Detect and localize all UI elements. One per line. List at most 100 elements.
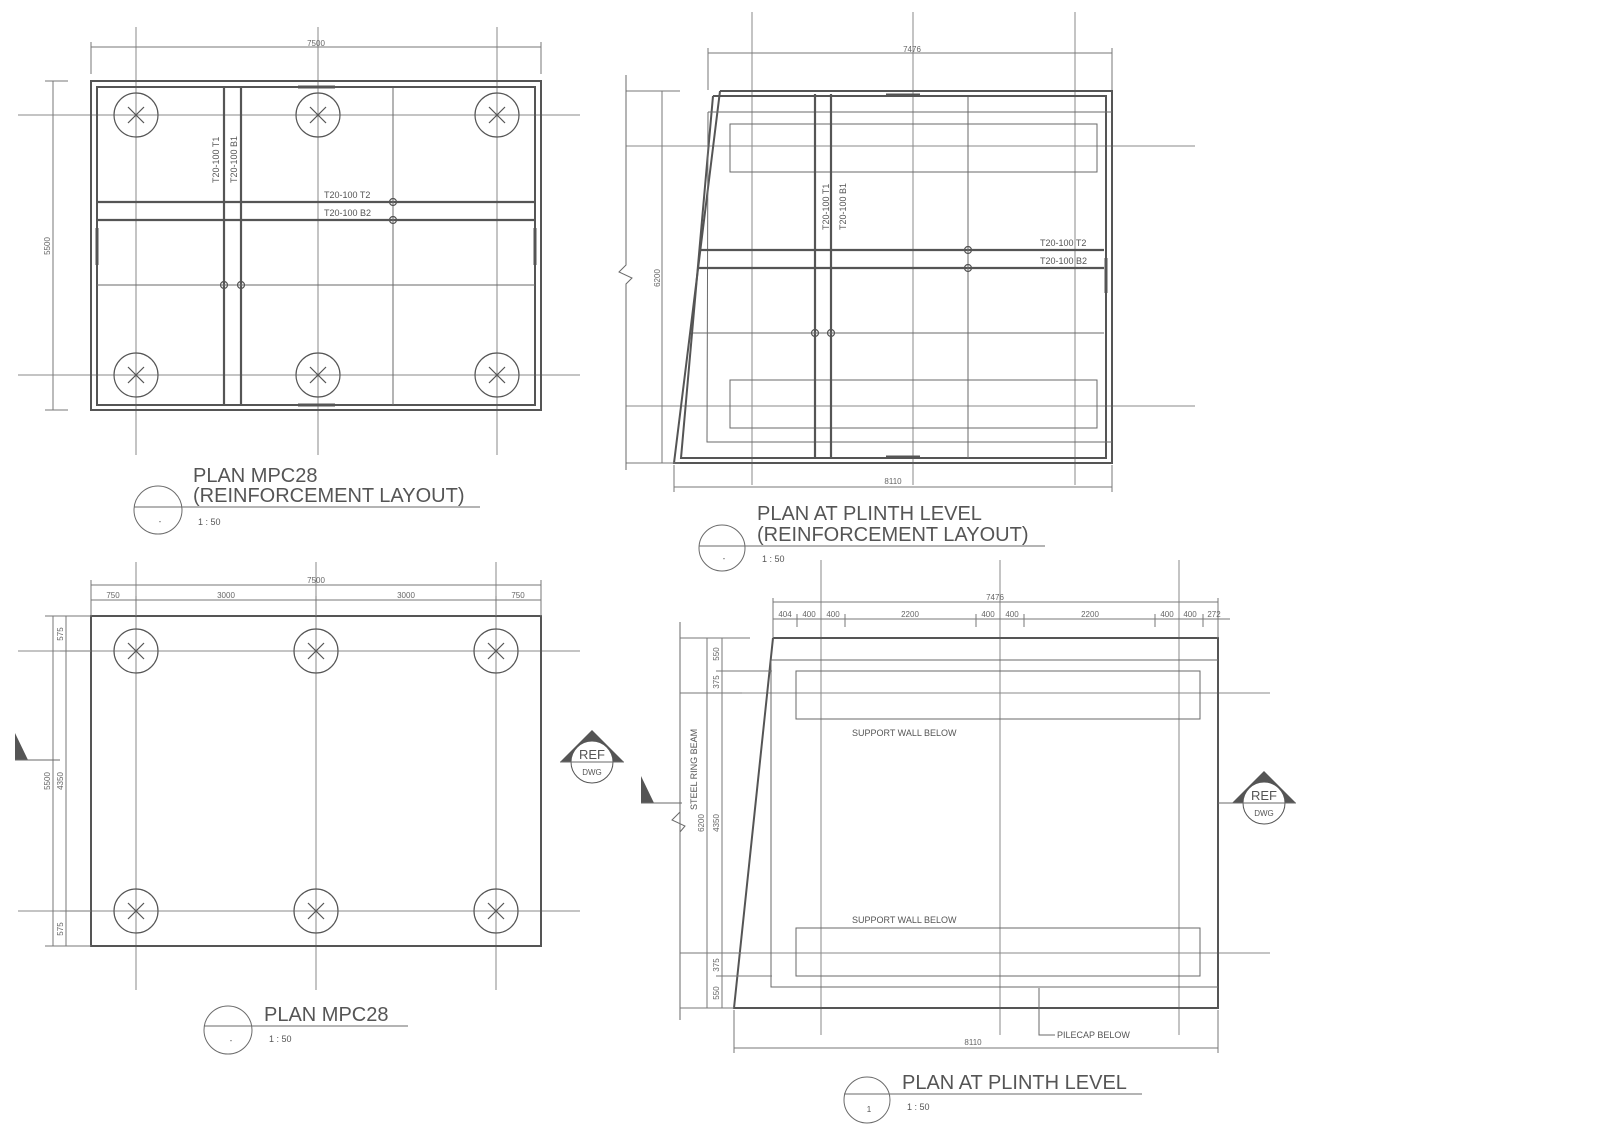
- ref-label: REF: [579, 747, 605, 762]
- pile: [474, 352, 520, 398]
- svg-text:-: -: [159, 517, 162, 526]
- support-wall-top: [795, 670, 1201, 720]
- pile: [113, 92, 159, 138]
- grid-lines: [626, 12, 1195, 485]
- dwg-label: DWG: [1254, 809, 1274, 818]
- view-scale: 1 : 50: [269, 1034, 292, 1044]
- dim-offset: 550: [712, 986, 721, 1000]
- dim-segment: 400: [802, 610, 816, 619]
- dim-width: 7500: [307, 39, 325, 48]
- plinth-outline: [672, 90, 1113, 464]
- view-title: PLAN MPC28: [193, 465, 318, 487]
- view-marker: [843, 1076, 891, 1124]
- dim-segment: 400: [1005, 610, 1019, 619]
- support-wall-label-top: SUPPORT WALL BELOW: [852, 728, 957, 738]
- support-wall-bottom: [795, 927, 1201, 977]
- pile: [473, 628, 519, 674]
- svg-text:-: -: [723, 554, 726, 563]
- dim-segment: 2200: [1081, 610, 1099, 619]
- dim-overall-height: 5500: [43, 772, 52, 790]
- plinth-outline: [732, 637, 1219, 1009]
- view-plan-mpc28: 7500 750 3000 3000 750 575 5500 4350 575…: [15, 562, 624, 1055]
- bar-label-b1: T20-100 B1: [229, 136, 239, 183]
- pile: [113, 628, 159, 674]
- view-plan-mpc28-reinforcement: 7500 5500 T20-100 T1 T20-100 B1 T20-100 …: [18, 27, 580, 535]
- view-scale: 1 : 50: [198, 517, 221, 527]
- dim-segment: 400: [1160, 610, 1174, 619]
- dim-top-edge: 575: [56, 627, 65, 641]
- dim-height: 5500: [43, 237, 52, 255]
- ring-beam-label: STEEL RING BEAM: [689, 729, 699, 810]
- section-ref-marker[interactable]: REF DWG: [560, 730, 624, 784]
- view-marker: [133, 485, 183, 535]
- pilecap-inner-outline: [96, 86, 536, 406]
- svg-text:1: 1: [867, 1105, 872, 1114]
- dim-segment: 750: [106, 591, 120, 600]
- dim-segment: 400: [1183, 610, 1197, 619]
- view-marker: [203, 1005, 253, 1055]
- dim-segment: 400: [981, 610, 995, 619]
- dim-offset: 375: [712, 675, 721, 689]
- dim-overall-bottom: 8110: [964, 1038, 982, 1047]
- view-title: PLAN MPC28: [264, 1004, 389, 1026]
- pile: [113, 888, 159, 934]
- bar-label-t1: T20-100 T1: [821, 184, 831, 230]
- dim-segment: 2200: [901, 610, 919, 619]
- pilecap-label: PILECAP BELOW: [1057, 1030, 1130, 1040]
- section-arrow-icon: [641, 776, 654, 803]
- dim-offset: 550: [712, 647, 721, 661]
- dim-segment: 404: [778, 610, 792, 619]
- break-line: [671, 811, 686, 833]
- section-ref-marker[interactable]: REF DWG: [1218, 771, 1296, 825]
- view-scale: 1 : 50: [762, 554, 785, 564]
- dim-height: 6200: [653, 269, 662, 287]
- dim-overall-top: 7476: [986, 593, 1004, 602]
- pile: [295, 352, 341, 398]
- view-plan-plinth-reinforcement: 7476 8110 6200 T20-100 T1 T20-100 B1 T20…: [618, 12, 1195, 572]
- pile: [474, 92, 520, 138]
- bar-label-t2: T20-100 T2: [1040, 238, 1086, 248]
- view-title: PLAN AT PLINTH LEVEL: [902, 1072, 1127, 1094]
- piles: [113, 92, 520, 398]
- dim-segment: 3000: [217, 591, 235, 600]
- pile: [113, 352, 159, 398]
- pile: [295, 92, 341, 138]
- bar-label-t1: T20-100 T1: [211, 137, 221, 183]
- bar-label-b2: T20-100 B2: [324, 208, 371, 218]
- dim-top-width: 7476: [903, 45, 921, 54]
- pile: [293, 628, 339, 674]
- dim-bottom-edge: 575: [56, 922, 65, 936]
- view-subtitle: (REINFORCEMENT LAYOUT): [193, 485, 465, 507]
- pile: [293, 888, 339, 934]
- bar-label-b1: T20-100 B1: [838, 183, 848, 230]
- svg-text:-: -: [230, 1036, 233, 1045]
- ref-label: REF: [1251, 788, 1277, 803]
- dim-overall-height: 6200: [697, 814, 706, 832]
- dim-segment: 272: [1207, 610, 1221, 619]
- view-marker: [698, 524, 746, 572]
- pilecap-leader: [1038, 988, 1055, 1036]
- view-title: PLAN AT PLINTH LEVEL: [757, 503, 982, 525]
- pile: [473, 888, 519, 934]
- support-wall-top: [729, 123, 1098, 173]
- dim-segment: 400: [826, 610, 840, 619]
- break-line: [618, 75, 633, 470]
- view-plan-plinth: 7476 404 400 400 2200 400 400 2200 400 4…: [641, 560, 1296, 1124]
- bar-label-t2: T20-100 T2: [324, 190, 370, 200]
- view-scale: 1 : 50: [907, 1102, 930, 1112]
- support-wall-bottom: [729, 379, 1098, 429]
- dim-offset: 375: [712, 958, 721, 972]
- grid-lines: [680, 560, 1270, 1035]
- bar-label-b2: T20-100 B2: [1040, 256, 1087, 266]
- view-subtitle: (REINFORCEMENT LAYOUT): [757, 524, 1029, 546]
- piles: [113, 628, 519, 934]
- dim-inner-height: 4350: [56, 772, 65, 790]
- section-arrow-icon: [15, 733, 28, 760]
- dim-overall-width: 7500: [307, 576, 325, 585]
- dim-segment: 750: [511, 591, 525, 600]
- dim-segment: 3000: [397, 591, 415, 600]
- dim-inner-height: 4350: [712, 814, 721, 832]
- dim-bottom-width: 8110: [884, 477, 902, 486]
- grid-lines: [18, 562, 580, 990]
